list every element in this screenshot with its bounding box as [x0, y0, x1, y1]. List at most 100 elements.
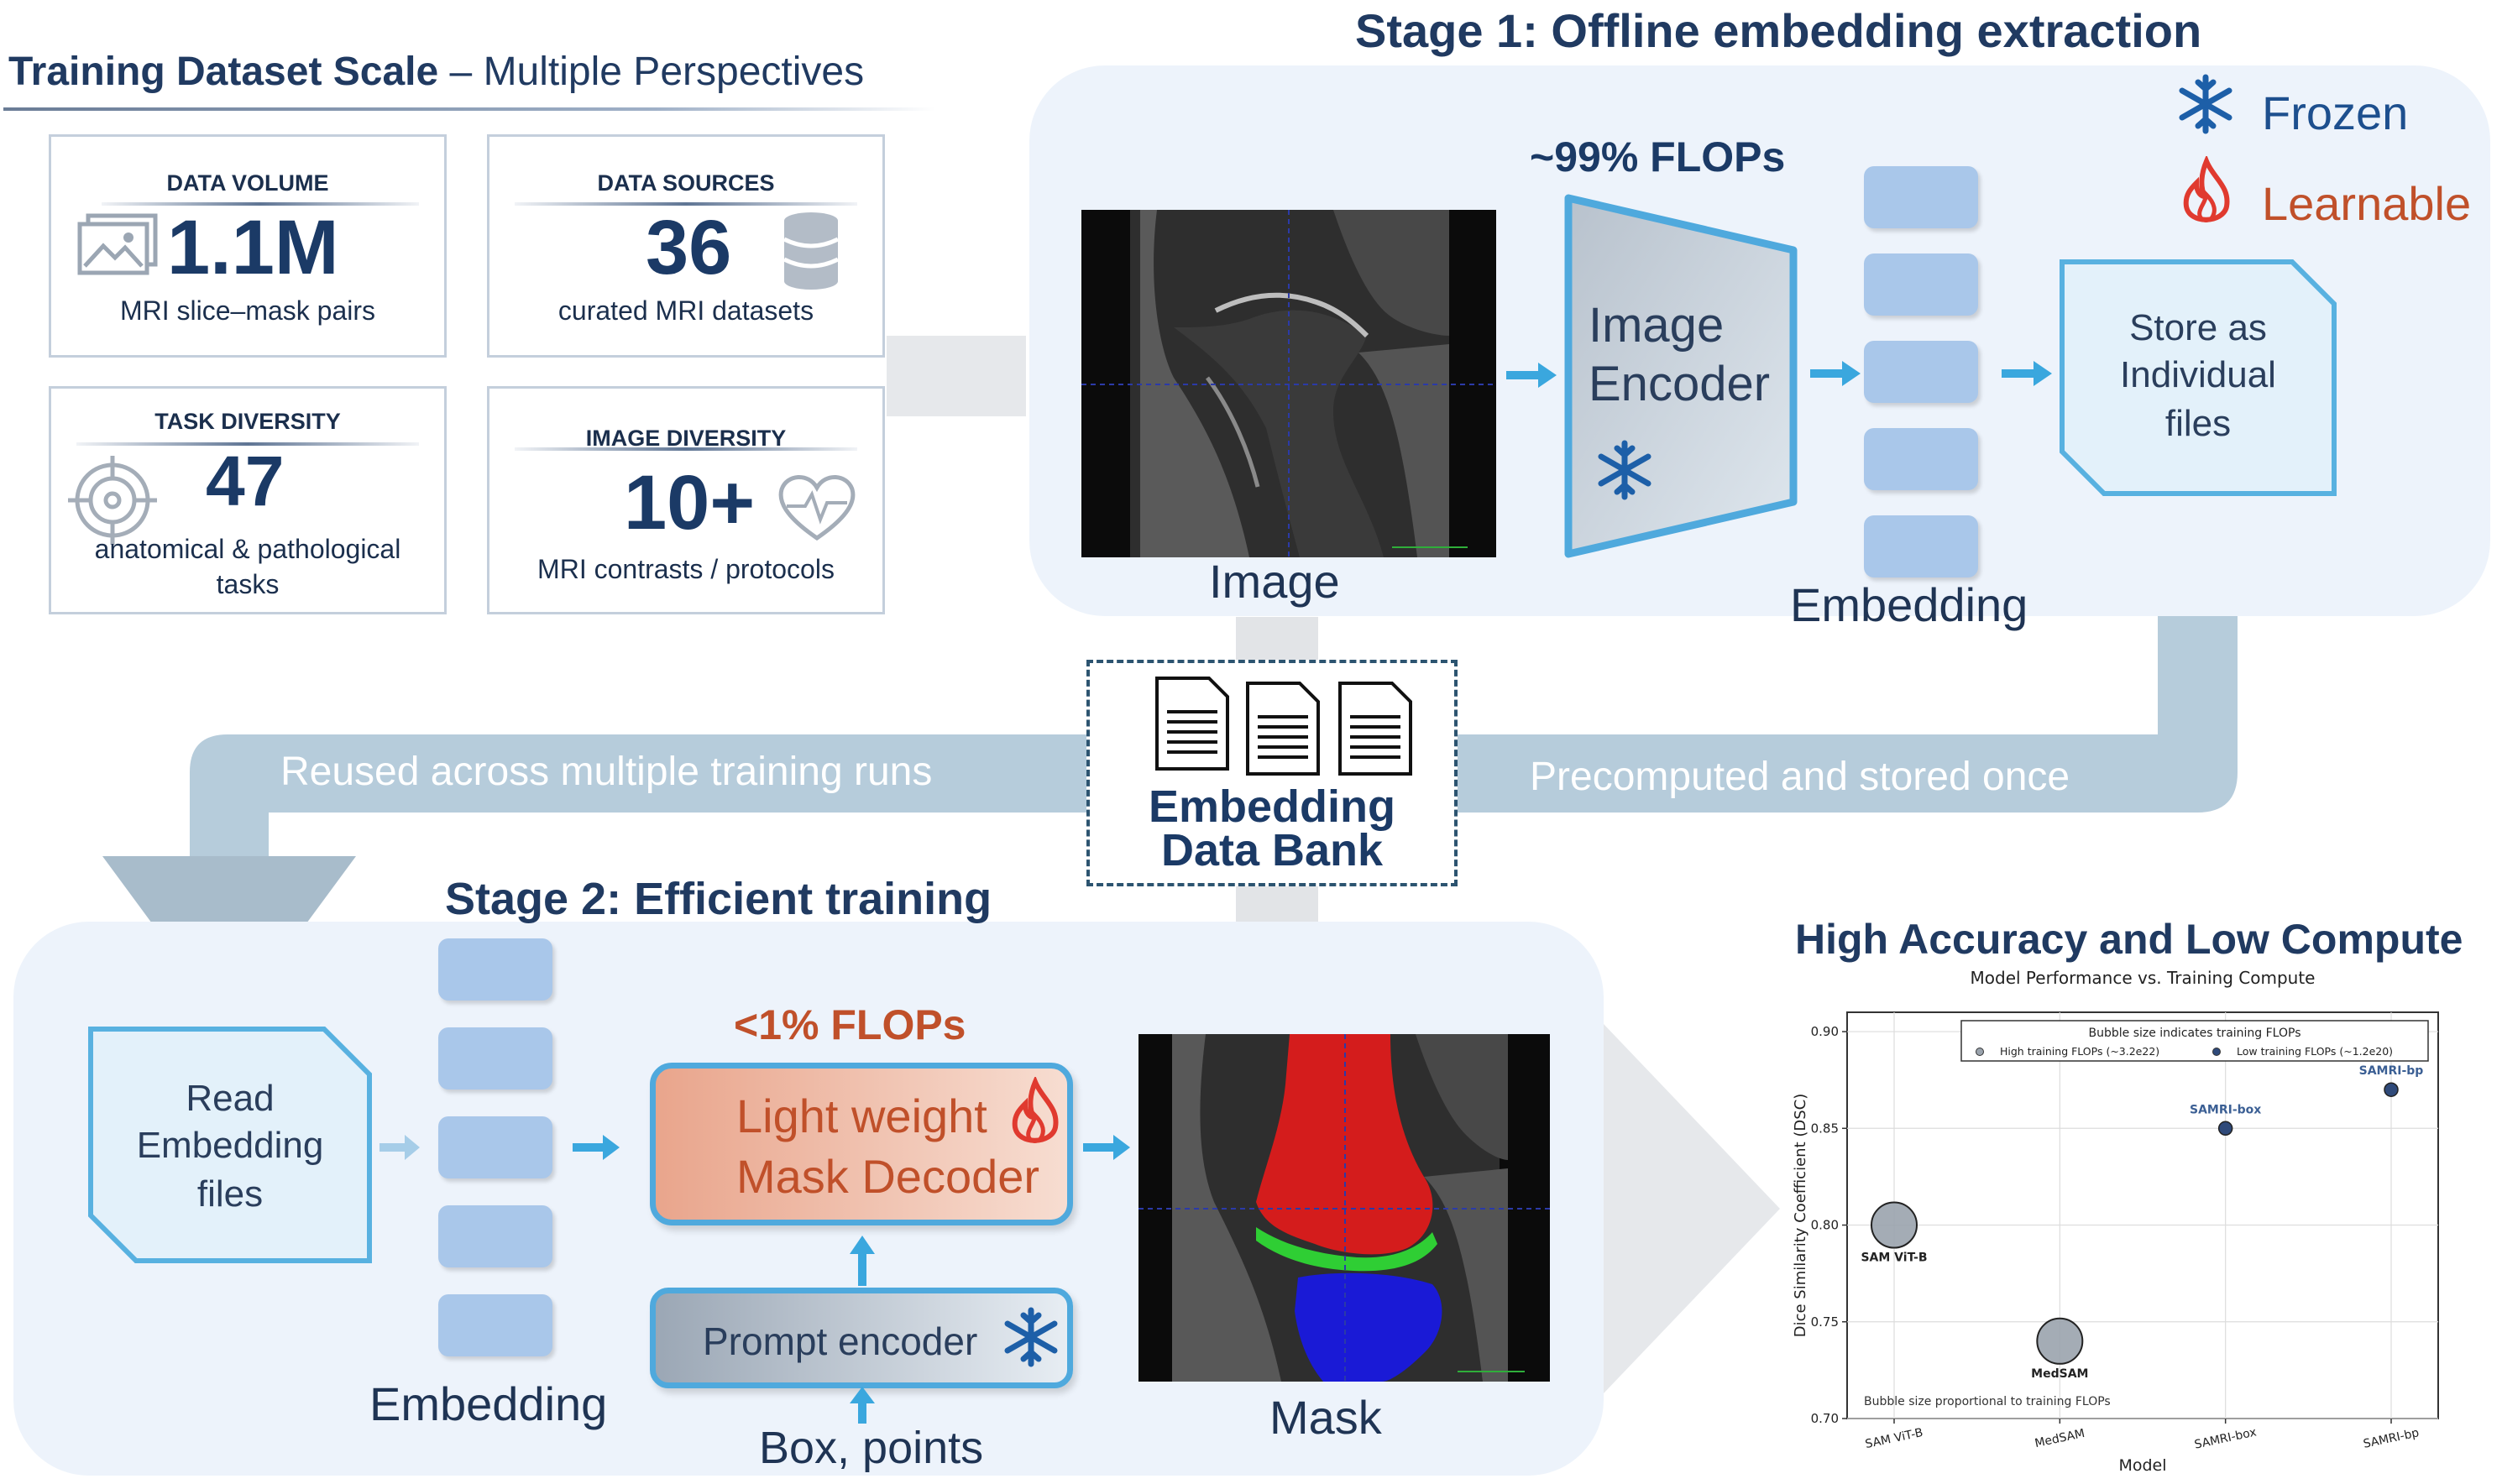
- stat-card-value: 10+: [624, 460, 756, 546]
- bank-label-2: Data Bank: [1160, 825, 1384, 875]
- flame-icon: [2183, 156, 2230, 222]
- stat-card-rule: [76, 442, 419, 446]
- chart-heading: High Accuracy and Low Compute: [1795, 916, 2463, 963]
- chart-point-label: SAMRI-box: [2190, 1103, 2261, 1116]
- chart-annotation: Bubble size proportional to training FLO…: [1864, 1395, 2111, 1408]
- arrow-right-icon: [573, 1135, 620, 1160]
- arrow-right-icon: [1506, 363, 1557, 388]
- stat-card-data-volume: DATA VOLUME 1.1M MRI slice–mask pairs: [49, 134, 447, 358]
- decoder-label-1: Light weight: [736, 1089, 987, 1142]
- dataset-title-underline: [3, 107, 935, 111]
- chart-point: [2384, 1082, 2399, 1097]
- dataset-title: Training Dataset Scale – Multiple Perspe…: [8, 49, 864, 95]
- chart-legend-box: [1960, 1020, 2429, 1062]
- stat-card-rule: [515, 447, 857, 451]
- mask-label: Mask: [1269, 1391, 1382, 1444]
- stat-card-label: DATA VOLUME: [166, 170, 329, 196]
- stat-card-rule: [515, 202, 857, 206]
- legend-learnable-label: Learnable: [2262, 177, 2472, 230]
- embedding-block: [1864, 428, 1978, 490]
- read-label-2: Embedding: [136, 1125, 324, 1166]
- chart-legend-marker-low: [2212, 1048, 2221, 1056]
- embedding-block: [438, 1205, 552, 1267]
- stat-card-value: 47: [206, 442, 285, 520]
- stage2-title: Stage 2: Efficient training: [445, 874, 992, 924]
- document-icon: [1246, 682, 1320, 776]
- arrow-right-icon: [1083, 1135, 1130, 1160]
- stat-card-sub: anatomical & pathological tasks: [94, 534, 401, 599]
- chart-legend: Bubble size indicates training FLOPs Hig…: [1960, 1020, 2429, 1062]
- stage1-title: Stage 1: Offline embedding extraction: [1355, 4, 2202, 57]
- chart-legend-title: Bubble size indicates training FLOPs: [2088, 1027, 2300, 1040]
- store-files-shape: [2060, 259, 2337, 496]
- reuse-flow-band: [190, 491, 2238, 856]
- stat-card-label: IMAGE DIVERSITY: [585, 426, 787, 451]
- reused-text: Reused across multiple training runs: [280, 750, 933, 794]
- read-label-3: files: [196, 1173, 264, 1215]
- chart-plot-area: [1846, 1011, 2439, 1419]
- store-label-1: Store as: [2129, 307, 2267, 348]
- prompt-input-label: Box, points: [759, 1423, 984, 1473]
- chart-x-tick-label: SAMRI-bp: [2362, 1426, 2420, 1451]
- database-icon: [783, 212, 840, 290]
- embedding-data-bank: Embedding Data Bank: [1086, 660, 1458, 886]
- dataset-link-band: [887, 336, 1026, 416]
- mask-decoder: Light weight Mask Decoder: [650, 1063, 1073, 1225]
- mri-image: [1081, 210, 1496, 557]
- store-label-3: files: [2164, 403, 2232, 444]
- chart-title: Model Performance vs. Training Compute: [1971, 968, 2316, 988]
- stat-card-sub: MRI contrasts / protocols: [537, 554, 835, 584]
- embedding-block: [1864, 341, 1978, 403]
- dataset-title-bold: Training Dataset Scale: [8, 50, 439, 94]
- chart-point-label: SAM ViT-B: [1861, 1251, 1927, 1265]
- arrow-up-icon: [850, 1236, 875, 1286]
- chart-legend-entry-high: High training FLOPs (~3.2e22): [2000, 1045, 2159, 1058]
- chart-link-arrow: [1604, 1024, 1780, 1393]
- snowflake-icon: [1598, 440, 1651, 500]
- image-icon: [77, 213, 158, 275]
- chart-point-label: MedSAM: [2031, 1367, 2088, 1381]
- embedding-block: [438, 1116, 552, 1178]
- decoder-label-2: Mask Decoder: [736, 1150, 1040, 1203]
- stat-card-label: DATA SOURCES: [597, 170, 775, 196]
- stat-card-label: TASK DIVERSITY: [154, 409, 341, 434]
- chart-point-label: SAMRI-bp: [2359, 1064, 2424, 1078]
- chart-legend-marker-high: [1976, 1048, 1984, 1056]
- image-encoder-label-2: Encoder: [1589, 357, 1771, 411]
- store-label-2: Individual: [2120, 354, 2276, 395]
- embedding-block: [1864, 515, 1978, 577]
- stage1-embedding-label: Embedding: [1790, 578, 2028, 631]
- stage1-image-label: Image: [1209, 555, 1340, 608]
- mri-mask-image: [1138, 1034, 1550, 1382]
- heart-pulse-icon: [778, 475, 856, 541]
- target-icon: [68, 456, 157, 545]
- document-icon: [1338, 682, 1412, 776]
- stat-card-value: 1.1M: [167, 205, 339, 290]
- stat-card-value: 36: [646, 205, 732, 290]
- stat-card-data-sources: DATA SOURCES 36 curated MRI datasets: [487, 134, 885, 358]
- chart-point: [2036, 1317, 2084, 1365]
- chart-y-tick-label: 0.70: [1811, 1411, 1839, 1426]
- chart-y-axis-label: Dice Similarity Coefficient (DSC): [1792, 1094, 1809, 1338]
- performance-chart: Model Performance vs. Training Compute 0…: [1792, 968, 2439, 1475]
- chart-x-axis-label: Model: [2118, 1456, 2166, 1475]
- precomputed-text: Precomputed and stored once: [1530, 755, 2070, 799]
- read-files-shape: [88, 1027, 372, 1263]
- chart-legend-entry-low: Low training FLOPs (~1.2e20): [2237, 1045, 2393, 1058]
- chart-y-tick-label: 0.85: [1811, 1121, 1839, 1136]
- stat-card-rule: [102, 202, 419, 206]
- stat-card-image-diversity: IMAGE DIVERSITY 10+ MRI contrasts / prot…: [487, 386, 885, 614]
- chart-y-tick-label: 0.75: [1811, 1314, 1839, 1330]
- chart-point: [1871, 1201, 1918, 1249]
- embedding-block: [438, 938, 552, 1001]
- chart-x-tick-label: SAMRI-box: [2193, 1425, 2258, 1451]
- image-encoder-label-1: Image: [1589, 298, 1725, 353]
- embedding-block: [1864, 166, 1978, 228]
- dataset-title-rest: – Multiple Perspectives: [438, 50, 865, 94]
- stat-card-sub: curated MRI datasets: [557, 295, 814, 326]
- arrow-right-icon: [1810, 361, 1861, 386]
- chart-point: [2217, 1121, 2233, 1137]
- read-label-1: Read: [186, 1078, 275, 1119]
- chart-y-ticks: 0.700.750.800.850.90: [1811, 1024, 1847, 1426]
